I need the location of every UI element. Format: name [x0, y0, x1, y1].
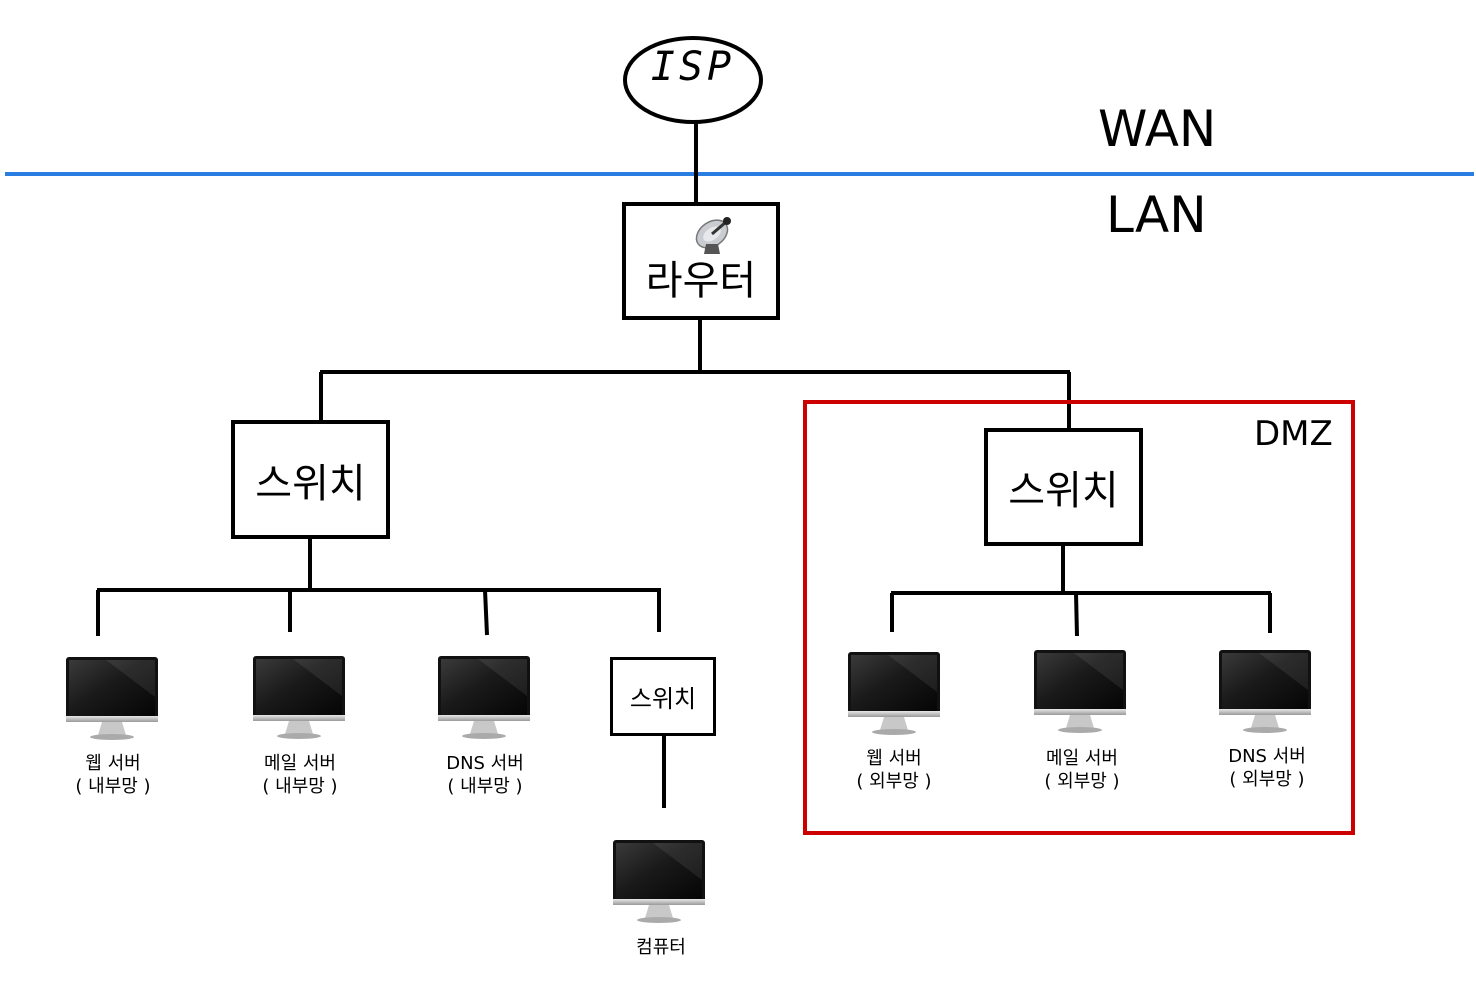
isp-node	[623, 36, 763, 124]
lan-label: LAN	[1106, 186, 1207, 244]
wan-label: WAN	[1098, 100, 1217, 158]
dmz-drop-2	[1074, 592, 1079, 637]
router-label: 라우터	[645, 258, 757, 304]
computer-caption: 컴퓨터	[561, 936, 761, 959]
web-server-dmz-monitor-icon	[848, 652, 940, 735]
internal-switch-label: 스위치	[255, 460, 366, 507]
dns-server-internal-monitor-icon	[438, 656, 530, 739]
device-name: 컴퓨터	[636, 937, 686, 958]
isp-label: ISP	[650, 44, 736, 90]
mail-server-dmz-monitor-icon	[1034, 650, 1126, 733]
sub-switch-box: 스위치	[610, 657, 716, 736]
dmz-label: DMZ	[1254, 414, 1333, 454]
satellite-dish-icon	[695, 217, 731, 254]
dns-server-dmz-caption: DNS 서버 ( 외부망 )	[1167, 745, 1367, 791]
device-network: ( 외부망 )	[856, 771, 932, 792]
device-name: 웹 서버	[85, 753, 141, 774]
dns-server-dmz-monitor-icon	[1219, 650, 1311, 733]
mail-server-dmz-caption: 메일 서버 ( 외부망 )	[982, 747, 1182, 793]
device-name: 웹 서버	[866, 748, 922, 769]
device-name: DNS 서버	[1228, 746, 1306, 767]
device-name: DNS 서버	[446, 753, 524, 774]
device-network: ( 외부망 )	[1229, 769, 1305, 790]
device-network: ( 내부망 )	[447, 776, 523, 797]
sub-switch-label: 스위치	[629, 685, 697, 713]
mail-server-internal-caption: 메일 서버 ( 내부망 )	[200, 752, 400, 798]
device-network: ( 내부망 )	[262, 776, 338, 797]
web-server-internal-monitor-icon	[66, 657, 158, 740]
dmz-switch-box: 스위치	[984, 428, 1143, 546]
device-network: ( 외부망 )	[1044, 771, 1120, 792]
internal-switch-box: 스위치	[231, 420, 390, 539]
router-box: 라우터	[622, 202, 780, 320]
dmz-switch-label: 스위치	[1008, 468, 1119, 514]
device-network: ( 내부망 )	[75, 776, 151, 797]
device-name: 메일 서버	[264, 753, 336, 774]
device-name: 메일 서버	[1046, 748, 1118, 769]
dns-server-internal-caption: DNS 서버 ( 내부망 )	[385, 752, 585, 798]
dmz-zone	[803, 400, 1355, 835]
mail-server-internal-monitor-icon	[253, 656, 345, 739]
web-server-internal-caption: 웹 서버 ( 내부망 )	[13, 752, 213, 798]
internal-drop-3	[483, 589, 489, 636]
computer-monitor-icon	[613, 840, 705, 923]
web-server-dmz-caption: 웹 서버 ( 외부망 )	[794, 747, 994, 793]
